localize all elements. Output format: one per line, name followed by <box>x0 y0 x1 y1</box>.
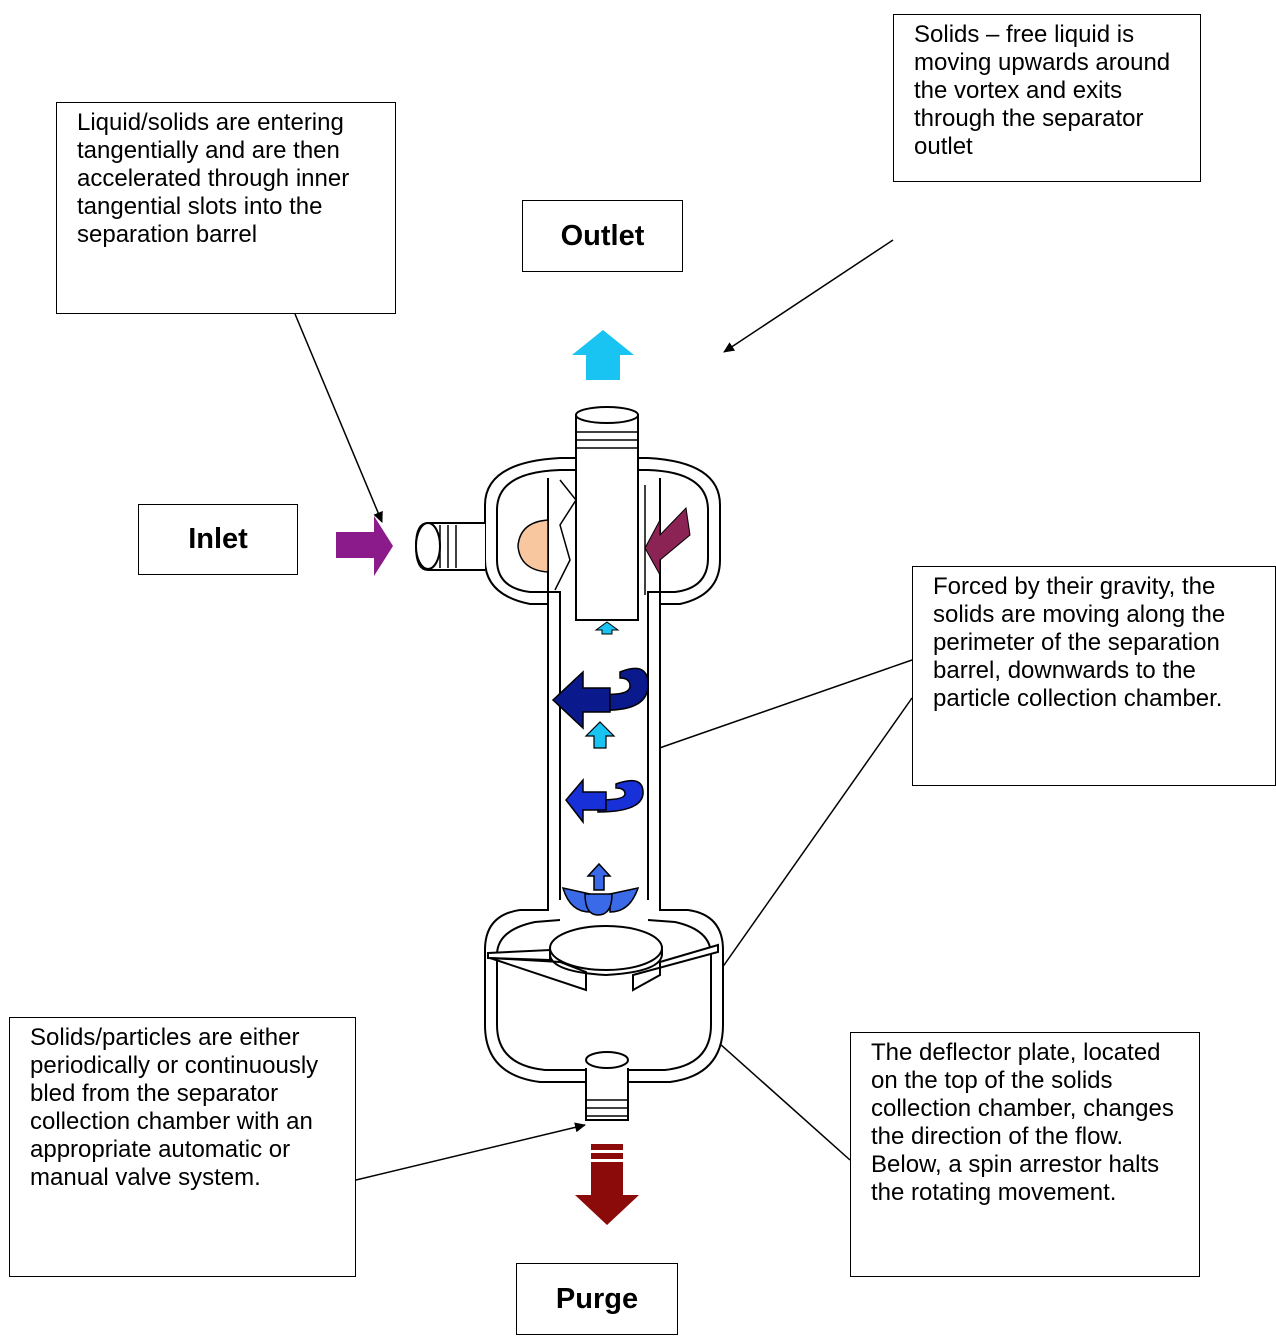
purge-nozzle <box>585 1068 629 1121</box>
purge-arrow <box>575 1144 639 1225</box>
outlet-pipe <box>575 414 639 621</box>
deflector-callout: The deflector plate, located on the top … <box>850 1032 1200 1277</box>
outlet-label: Outlet <box>522 200 683 272</box>
up-arrow-1 <box>584 721 616 749</box>
pipe-up-arrow <box>594 621 620 635</box>
barrel-callout: Forced by their gravity, the solids are … <box>912 566 1276 786</box>
vortex-arrow-bottom <box>561 862 640 916</box>
inlet-callout: Liquid/solids are entering tangentially … <box>56 102 396 314</box>
inlet-ball <box>517 519 549 573</box>
leader-barrel <box>647 659 913 754</box>
inlet-arrow <box>336 516 393 576</box>
leader-collection <box>709 697 913 986</box>
separator-body <box>414 406 724 1121</box>
outlet-arrow <box>572 330 634 380</box>
leader-outlet <box>723 239 894 353</box>
vortex-arrow-middle <box>565 777 644 825</box>
deflector-plate <box>549 925 663 971</box>
outlet-callout: Solids – free liquid is moving upwards a… <box>893 14 1201 182</box>
vortex-arrow-top <box>551 667 649 730</box>
purge-callout: Solids/particles are either periodically… <box>9 1017 356 1277</box>
leader-inlet <box>294 313 383 523</box>
inner-inlet-arrow <box>644 506 691 577</box>
inlet-label: Inlet <box>138 504 298 575</box>
purge-label: Purge <box>516 1263 678 1335</box>
leader-purge <box>355 1122 586 1181</box>
